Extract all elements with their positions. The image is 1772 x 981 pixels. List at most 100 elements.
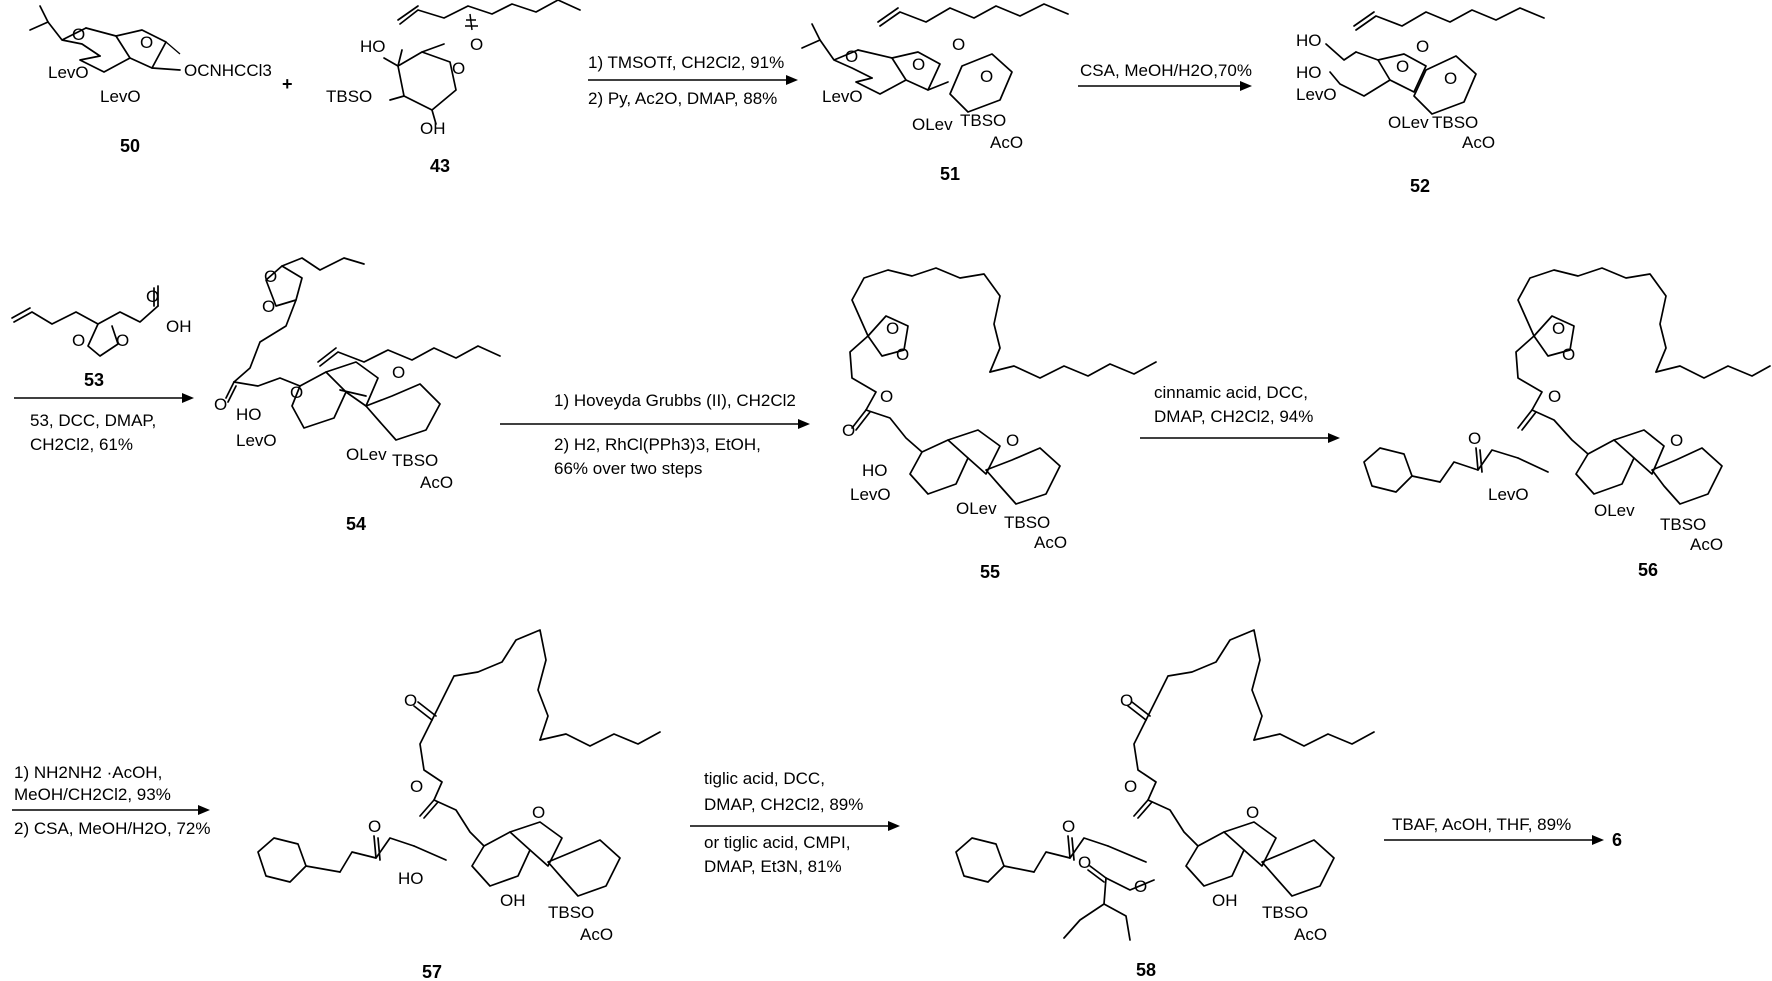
tbs-ether-label: TBSO <box>548 903 594 922</box>
tbs-ether-label: TBSO <box>392 451 438 470</box>
acetate-label: AcO <box>1034 533 1067 552</box>
compound-53: O OH O O 53 <box>11 285 192 390</box>
hydroxyl-label: HO <box>1296 63 1322 82</box>
compound-number: 57 <box>422 962 442 981</box>
carbonyl-oxygen-label: O <box>1468 429 1481 448</box>
compound-57: O O O O HO OH TBSO AcO 57 <box>257 629 661 981</box>
carbonyl-oxygen-label: O <box>1078 853 1091 872</box>
condition-text: 2) H2, RhCl(PPh3)3, EtOH, <box>554 435 761 454</box>
compound-number: 51 <box>940 164 960 184</box>
tbs-ether-label: TBSO <box>326 87 372 106</box>
reaction-arrow-4: 1) Hoveyda Grubbs (II), CH2Cl2 2) H2, Rh… <box>500 391 810 478</box>
condition-text: cinnamic acid, DCC, <box>1154 383 1308 402</box>
condition-text: CSA, MeOH/H2O,70% <box>1080 61 1252 80</box>
compound-number: 55 <box>980 562 1000 582</box>
reaction-arrow-3: 53, DCC, DMAP, CH2Cl2, 61% <box>14 393 194 454</box>
hydroxyl-label: HO <box>360 37 386 56</box>
dioxolane-oxygen-label: O <box>1552 319 1565 338</box>
condition-text: DMAP, Et3N, 81% <box>704 857 842 876</box>
ring-oxygen-label: O <box>980 67 993 86</box>
acetate-label: AcO <box>1690 535 1723 554</box>
compound-number: 50 <box>120 136 140 156</box>
hydroxyl-label: HO <box>1296 31 1322 50</box>
glycosidic-oxygen-label: O <box>952 35 965 54</box>
glycosidic-oxygen-label: O <box>1670 431 1683 450</box>
glycosidic-oxygen-label: O <box>1006 431 1019 450</box>
lev-ester-label: LevO <box>48 63 89 82</box>
lev-ester-label: OLev <box>1388 113 1429 132</box>
lev-ester-label: LevO <box>100 87 141 106</box>
ketone-oxygen-label: O <box>404 691 417 710</box>
dioxolane-oxygen-label: O <box>264 267 277 286</box>
carbonyl-oxygen-label: O <box>1062 817 1075 836</box>
ester-oxygen-label: O <box>290 383 303 402</box>
condition-text: 2) Py, Ac2O, DMAP, 88% <box>588 89 777 108</box>
acetate-label: AcO <box>420 473 453 492</box>
lev-ester-label: LevO <box>822 87 863 106</box>
lev-ester-label: LevO <box>850 485 891 504</box>
compound-55: O O O O O HO LevO OLev TBSO AcO 55 <box>842 267 1157 582</box>
dioxolane-oxygen-label: O <box>72 331 85 350</box>
glycosidic-oxygen-label: O <box>1416 37 1429 56</box>
tbs-ether-label: TBSO <box>1262 903 1308 922</box>
dioxolane-oxygen-label: O <box>1562 345 1575 364</box>
acetate-label: AcO <box>580 925 613 944</box>
compound-number: 43 <box>430 156 450 176</box>
glycosidic-oxygen-label: O <box>470 35 483 54</box>
compound-number: 56 <box>1638 560 1658 580</box>
carbonyl-oxygen-label: O <box>214 395 227 414</box>
carbonyl-oxygen-label: O <box>880 387 893 406</box>
glycosidic-oxygen-label: O <box>1246 803 1259 822</box>
tbs-ether-label: TBSO <box>960 111 1006 130</box>
hydroxyl-label: HO <box>398 869 424 888</box>
compound-number: 6 <box>1612 830 1622 850</box>
condition-text: DMAP, CH2Cl2, 89% <box>704 795 863 814</box>
lev-ester-label: OLev <box>1594 501 1635 520</box>
ring-oxygen-label: O <box>72 25 85 44</box>
hydroxyl-label: HO <box>862 461 888 480</box>
hydroxyl-label: OH <box>166 317 192 336</box>
acetate-label: AcO <box>1462 133 1495 152</box>
reaction-arrow-5: cinnamic acid, DCC, DMAP, CH2Cl2, 94% <box>1140 383 1340 443</box>
carbonyl-oxygen-label: O <box>1124 777 1137 796</box>
ester-oxygen-label: O <box>842 421 855 440</box>
tbs-ether-label: TBSO <box>1660 515 1706 534</box>
condition-text: TBAF, AcOH, THF, 89% <box>1392 815 1571 834</box>
lev-ester-label: LevO <box>236 431 277 450</box>
condition-text: DMAP, CH2Cl2, 94% <box>1154 407 1313 426</box>
compound-58: O O O O O O OH TBSO AcO 58 <box>955 629 1375 980</box>
compound-number: 53 <box>84 370 104 390</box>
dioxolane-oxygen-label: O <box>886 319 899 338</box>
condition-text: or tiglic acid, CMPI, <box>704 833 850 852</box>
acetate-label: AcO <box>1294 925 1327 944</box>
compound-51: O O O O LevO OLev TBSO AcO 51 <box>801 3 1069 184</box>
ring-oxygen-label: O <box>452 59 465 78</box>
ring-oxygen-label: O <box>140 33 153 52</box>
compound-56: O O O O O LevO OLev TBSO AcO 56 <box>1363 267 1771 580</box>
lev-ester-label: OLev <box>346 445 387 464</box>
ring-oxygen-label: O <box>1444 69 1457 88</box>
glycosidic-oxygen-label: O <box>392 363 405 382</box>
condition-text: 53, DCC, DMAP, <box>30 411 156 430</box>
lev-ester-label: LevO <box>1488 485 1529 504</box>
condition-text: 2) CSA, MeOH/H2O, 72% <box>14 819 211 838</box>
reaction-arrow-2: CSA, MeOH/H2O,70% <box>1078 61 1252 91</box>
dioxolane-oxygen-label: O <box>262 297 275 316</box>
lev-ester-label: OLev <box>912 115 953 134</box>
plus-sign: + <box>282 74 293 94</box>
hydroxyl-label: OH <box>420 119 446 138</box>
carbonyl-oxygen-label: O <box>1548 387 1561 406</box>
lev-ester-label: LevO <box>1296 85 1337 104</box>
compound-number: 52 <box>1410 176 1430 196</box>
dioxolane-oxygen-label: O <box>116 331 129 350</box>
ring-oxygen-label: O <box>912 55 925 74</box>
ketone-oxygen-label: O <box>1120 691 1133 710</box>
carbonyl-oxygen-label: O <box>368 817 381 836</box>
tbs-ether-label: TBSO <box>1004 513 1050 532</box>
compound-50: O O OCNHCCl3 LevO LevO 50 <box>29 5 272 156</box>
reaction-arrow-8: TBAF, AcOH, THF, 89% <box>1384 815 1604 845</box>
condition-text: 1) TMSOTf, CH2Cl2, 91% <box>588 53 784 72</box>
trichloroacetimidate-label: OCNHCCl3 <box>184 61 272 80</box>
condition-text: 1) Hoveyda Grubbs (II), CH2Cl2 <box>554 391 796 410</box>
condition-text: 66% over two steps <box>554 459 702 478</box>
